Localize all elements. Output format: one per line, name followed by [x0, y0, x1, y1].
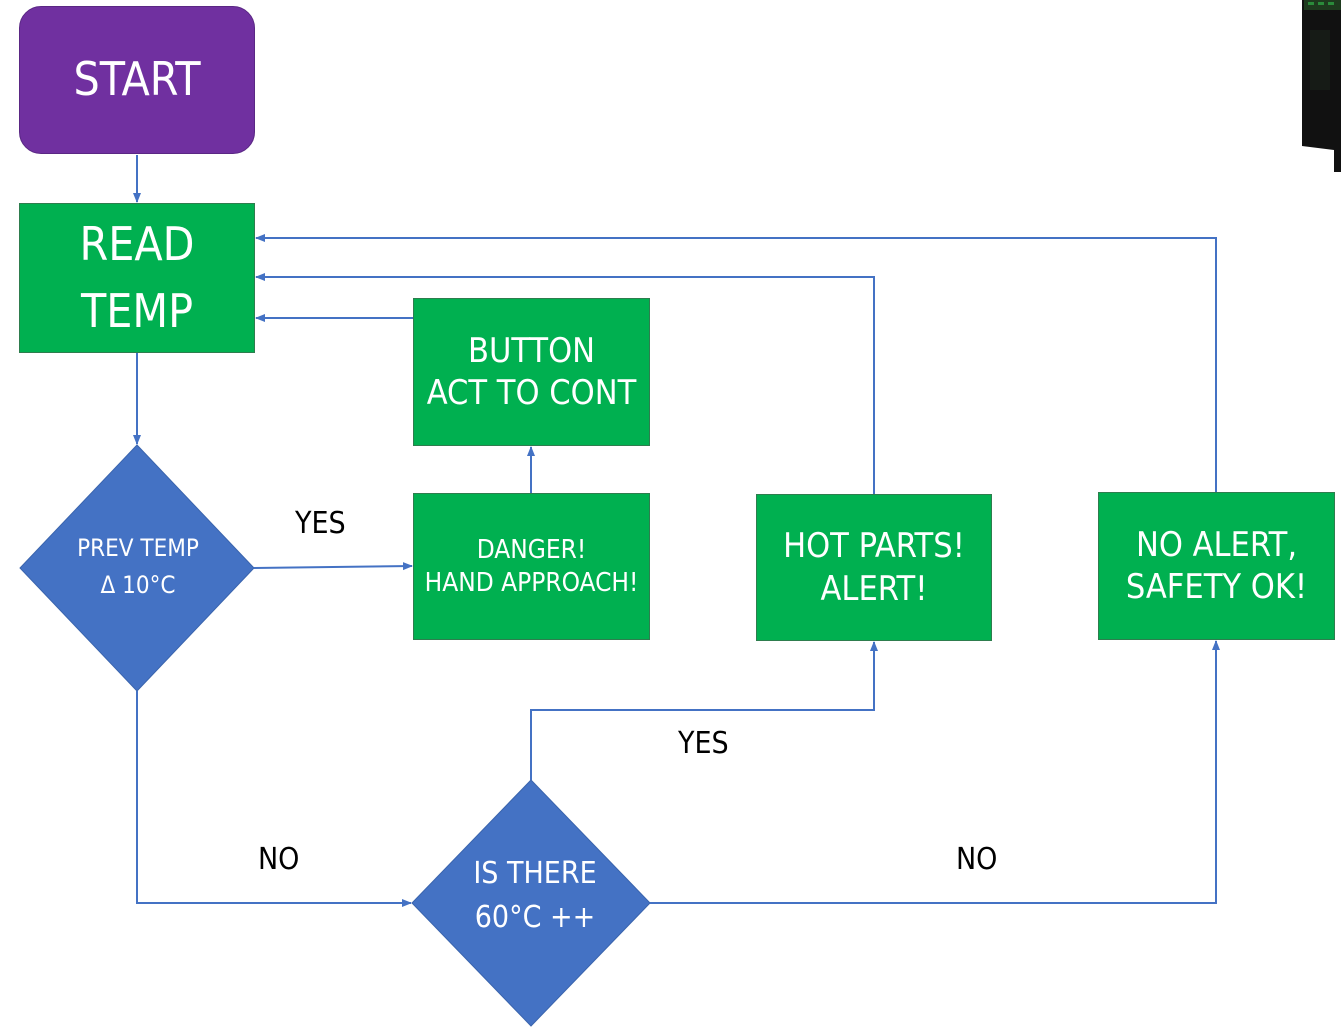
hot-parts-line1: HOT PARTS! [783, 526, 965, 566]
decision-prev-temp-line2: Δ 10°C [100, 571, 176, 600]
edge-label-no-prev: NO [258, 842, 300, 877]
decision-60c-text: IS THERE 60°C ++ [440, 852, 630, 939]
decision-prev-temp-line1: PREV TEMP [77, 534, 199, 562]
button-line1: BUTTON [467, 330, 596, 371]
danger-line1: DANGER! [476, 535, 587, 565]
danger-line2: HAND APPROACH! [424, 567, 639, 598]
arrow-hot-to-read [255, 273, 875, 494]
edge-label-yes-danger: YES [295, 506, 346, 541]
arrow-60c-yes-to-hot [530, 641, 878, 780]
edge-label-no-60c: NO [956, 842, 998, 877]
decision-60c-shape [411, 779, 651, 1027]
hot-parts-box: HOT PARTS! ALERT! [756, 494, 992, 641]
edge-label-yes-hot: YES [678, 726, 729, 761]
start-label: START [73, 52, 201, 107]
start-terminal: START [19, 6, 255, 154]
read-temp-line2: TEMP [80, 284, 194, 338]
decision-prev-temp-text: PREV TEMP Δ 10°C [40, 530, 236, 604]
hot-parts-line2: ALERT! [820, 568, 928, 609]
arrow-60c-no-to-noalert [650, 640, 1220, 904]
decision-60c-line1: IS THERE [473, 856, 597, 891]
read-temp-line1: READ [79, 217, 195, 272]
arrow-decision-no-to-60c [136, 691, 412, 907]
device-image-fragment [1302, 0, 1341, 172]
danger-box: DANGER! HAND APPROACH! [413, 493, 650, 640]
decision-60c-line2: 60°C ++ [474, 899, 596, 935]
arrow-decision-to-danger [253, 562, 413, 571]
button-act-box: BUTTON ACT TO CONT [413, 298, 650, 446]
read-temp-box: READ TEMP [19, 203, 255, 353]
button-line2: ACT TO CONT [426, 373, 637, 413]
no-alert-line2: SAFETY OK! [1125, 567, 1308, 607]
arrow-noalert-to-read [255, 234, 1217, 492]
no-alert-box: NO ALERT, SAFETY OK! [1098, 492, 1335, 640]
no-alert-line1: NO ALERT, [1135, 524, 1298, 565]
